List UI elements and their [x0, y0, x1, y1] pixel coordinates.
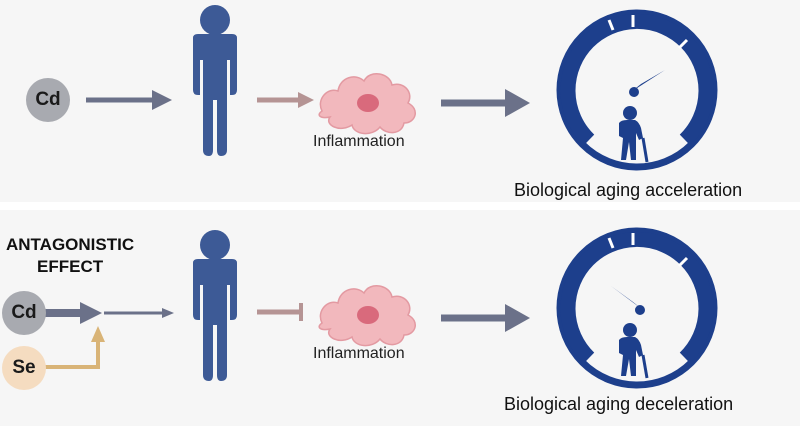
inflammation-cell-icon [318, 73, 416, 135]
elderly-person-icon [619, 106, 649, 163]
cd-badge-top: Cd [26, 78, 70, 122]
arrow-se-bottom [42, 326, 105, 369]
se-badge-bottom: Se [2, 346, 46, 390]
se-label-bottom: Se [12, 357, 36, 378]
outcome-label-bottom: Biological aging deceleration [504, 394, 734, 414]
arrow-inflammation-to-aging-bottom [441, 304, 530, 332]
inflammation-label-bottom: Inflammation [313, 345, 405, 362]
heading-line-2: EFFECT [37, 257, 104, 276]
inhibition-arrow [257, 303, 303, 321]
aging-gauge-icon [556, 9, 718, 171]
elderly-person-icon [619, 323, 649, 379]
arrow-inflammation-to-aging-top [441, 89, 530, 117]
cd-label-bottom: Cd [11, 302, 37, 323]
cd-label-top: Cd [35, 89, 61, 110]
outcome-label-top: Biological aging acceleration [514, 180, 743, 200]
heading-line-1: ANTAGONISTIC [6, 235, 135, 254]
arrow-junction-to-person [104, 308, 174, 318]
arrow-cd-to-person-top [86, 90, 172, 110]
inflammation-cell-icon [318, 285, 416, 347]
inflammation-label-top: Inflammation [313, 133, 405, 150]
arrow-person-to-inflammation-top [257, 92, 314, 108]
cell-nucleus [357, 306, 379, 324]
aging-gauge-icon [556, 227, 718, 389]
cell-nucleus [357, 94, 379, 112]
person-icon [193, 230, 237, 381]
antagonistic-effect-heading: ANTAGONISTIC EFFECT [6, 234, 134, 278]
person-icon [193, 5, 237, 156]
arrow-cd-bottom [40, 302, 102, 324]
cd-badge-bottom: Cd [2, 291, 46, 335]
